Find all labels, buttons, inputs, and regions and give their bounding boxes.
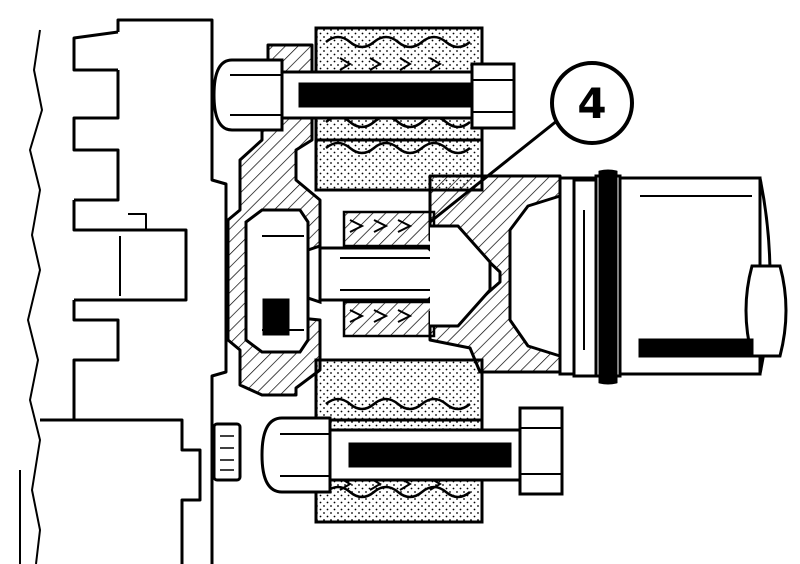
callout-4: 4 — [429, 61, 634, 224]
top-bolt — [212, 58, 516, 132]
bottom-bolt — [260, 406, 564, 496]
callout-label-4: 4 — [577, 79, 606, 128]
propeller-shaft — [558, 169, 788, 385]
callout-circle — [550, 61, 634, 145]
gearbox-housing — [19, 18, 242, 564]
shaft-yoke — [428, 174, 562, 374]
callout-leader-line — [429, 118, 559, 224]
centering-bushing — [342, 210, 436, 338]
